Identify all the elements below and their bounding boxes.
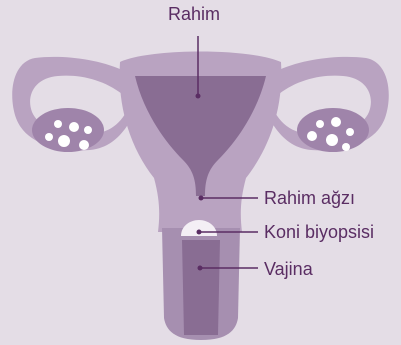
follicle [84,126,92,134]
follicle [69,122,79,132]
uterus-label: Rahim [168,4,220,24]
vagina-label: Vajina [264,259,313,279]
follicle [307,131,317,141]
follicle [58,135,70,147]
cone-biopsy-pointer-dot [197,230,202,235]
follicle [331,117,341,127]
vagina-pointer-dot [198,266,203,271]
cervix-label: Rahim ağzı [264,188,355,208]
cone-biopsy-label: Koni biyopsisi [264,222,374,242]
follicle [45,133,53,141]
uterus-pointer-dot [196,94,201,99]
follicle [342,143,350,151]
follicle [54,120,62,128]
follicle [326,134,338,146]
vaginal-inner [182,240,220,335]
cervix-pointer-dot [199,196,204,201]
follicle [346,128,354,136]
follicle [316,120,324,128]
follicle [79,140,89,150]
